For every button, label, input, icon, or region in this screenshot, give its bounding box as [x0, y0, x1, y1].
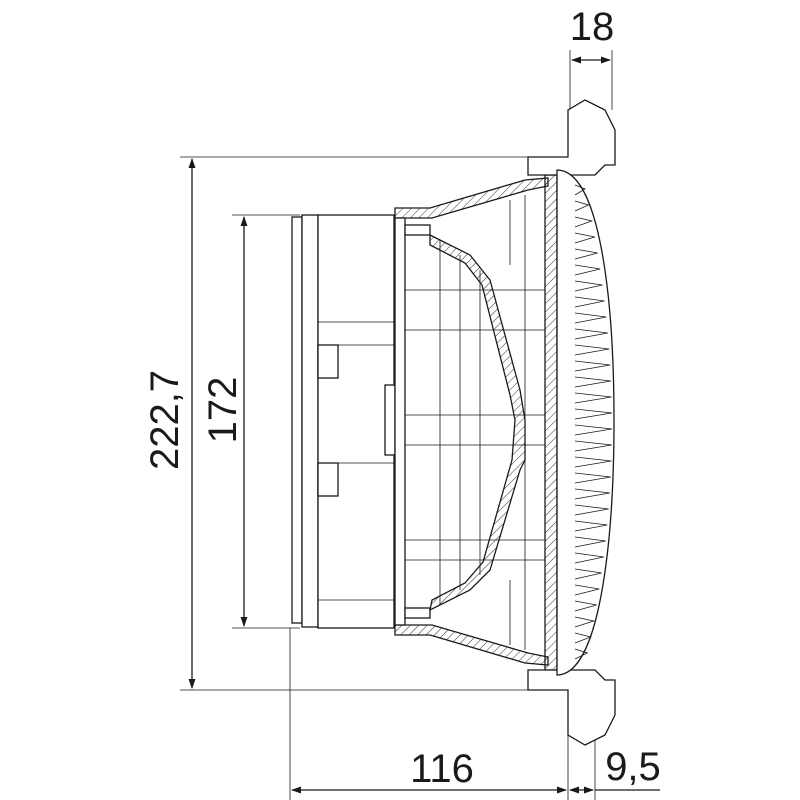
dimension-front-depth: 9,5: [569, 745, 661, 794]
grille-fin: [574, 296, 605, 308]
grille-fin: [574, 488, 610, 500]
grille-fin: [574, 472, 611, 484]
grille-fin: [574, 392, 612, 404]
grille-fin: [574, 616, 596, 628]
front-depth-label: 9,5: [605, 745, 661, 789]
front-plate: [544, 174, 558, 671]
grille-fin: [574, 248, 598, 260]
grille-fin: [574, 552, 604, 564]
grille-fin: [574, 456, 612, 468]
flange: [527, 99, 616, 176]
body-height-label: 172: [201, 377, 245, 444]
grille-fin: [574, 632, 592, 644]
grille-fin: [574, 360, 611, 372]
grille-fin: [574, 312, 607, 324]
dimension-body-height: 172: [201, 214, 300, 629]
flange-bottom: [527, 669, 616, 746]
grille-fin: [574, 344, 610, 356]
grille-fin: [574, 440, 612, 452]
cone: [429, 233, 526, 612]
grille-fin: [574, 280, 603, 292]
outer-height-label: 222,7: [143, 370, 187, 470]
grille-fin: [574, 264, 601, 276]
grille-fin: [574, 424, 613, 436]
grille-fin: [574, 568, 602, 580]
grille-fin: [574, 600, 597, 612]
flange-depth-label: 18: [570, 5, 615, 49]
grille: [556, 169, 615, 676]
grille-fin: [574, 184, 586, 196]
grille-fin: [574, 536, 606, 548]
grille-fin: [574, 376, 612, 388]
grille-fin: [574, 232, 595, 244]
grille-fin: [574, 520, 608, 532]
dimension-outer-height: 222,7: [143, 156, 530, 691]
grille-fin: [574, 504, 609, 516]
grille-fin: [574, 648, 589, 660]
grille-fin: [574, 200, 590, 212]
grille-fin: [574, 328, 608, 340]
magnet-assembly: [291, 214, 396, 629]
grille-fin: [574, 584, 600, 596]
grille-fin: [574, 408, 612, 420]
mounting-depth-label: 116: [410, 747, 474, 791]
grille-fins: [574, 184, 613, 660]
speaker-cross-section: [291, 99, 616, 746]
grille-fin: [574, 216, 594, 228]
dimension-flange-depth: 18: [569, 5, 615, 110]
